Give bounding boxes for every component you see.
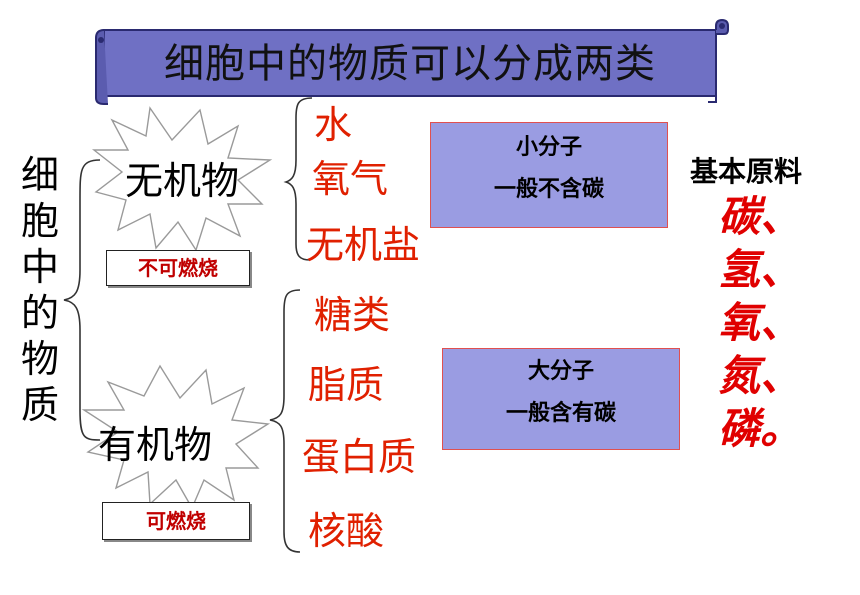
organic-item-lipids: 脂质 xyxy=(308,363,385,407)
organic-item-sugars: 糖类 xyxy=(314,293,391,337)
inorganic-label: 无机物 xyxy=(125,159,240,203)
inorganic-item-oxygen: 氧气 xyxy=(312,157,389,201)
element-oxygen: 氧、 xyxy=(718,298,803,347)
cell-substances-vertical-label: 细 胞 中 的 物 质 xyxy=(12,152,68,428)
organic-item-protein: 蛋白质 xyxy=(302,435,417,479)
macromolecule-carbon-note: 一般含有碳 xyxy=(505,401,616,426)
organic-label: 有机物 xyxy=(98,423,213,467)
elements-list: 碳、 氢、 氧、 氮、 磷。 xyxy=(718,190,808,455)
vertical-char: 的 xyxy=(20,291,59,335)
small-molecule-carbon-note: 一般不含碳 xyxy=(493,177,604,202)
nonflammable-note: 不可燃烧 xyxy=(106,250,250,286)
small-molecule-box: 小分子 一般不含碳 xyxy=(430,122,668,228)
small-molecule-label: 小分子 xyxy=(515,135,582,160)
macromolecule-box: 大分子 一般含有碳 xyxy=(442,348,680,450)
vertical-char: 质 xyxy=(20,383,59,427)
vertical-char: 胞 xyxy=(20,199,59,243)
flammable-note: 可燃烧 xyxy=(102,502,250,540)
inorganic-item-salt: 无机盐 xyxy=(306,223,421,267)
title-scroll-banner xyxy=(95,18,729,105)
page-title: 细胞中的物质可以分成两类 xyxy=(164,41,656,87)
vertical-char: 中 xyxy=(20,245,59,289)
organic-brace xyxy=(269,289,301,553)
inorganic-item-water: 水 xyxy=(314,103,353,147)
organic-item-nucleic-acid: 核酸 xyxy=(308,509,385,553)
macromolecule-label: 大分子 xyxy=(527,359,594,384)
inorganic-brace xyxy=(283,97,313,261)
element-hydrogen: 氢、 xyxy=(718,245,803,294)
element-carbon: 碳、 xyxy=(718,192,803,241)
vertical-char: 物 xyxy=(20,337,59,381)
vertical-char: 细 xyxy=(20,153,59,197)
element-phosphorus: 磷。 xyxy=(718,404,803,453)
element-nitrogen: 氮、 xyxy=(718,351,803,400)
main-brace xyxy=(63,159,101,441)
basic-materials-title: 基本原料 xyxy=(690,155,803,188)
